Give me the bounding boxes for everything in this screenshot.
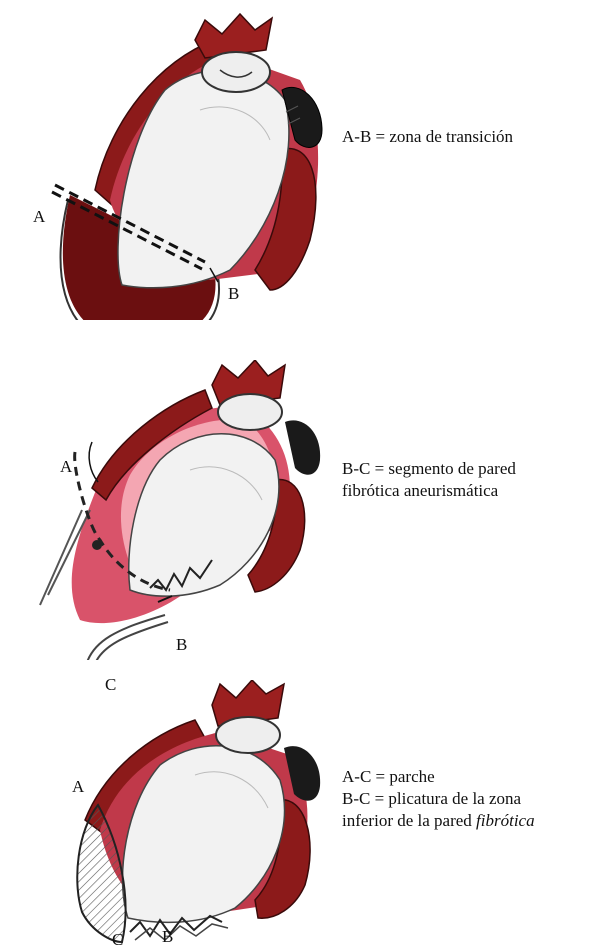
aortic-valve: [202, 52, 270, 92]
panel-fibrotic-segment: A B C B-C = segmento de pared fibrótica …: [0, 360, 593, 660]
point-label-b: B: [162, 928, 173, 945]
caption-line: B-C = segmento de pared: [342, 458, 516, 480]
aortic-valve: [218, 394, 282, 430]
caption-panel-2: B-C = segmento de pared fibrótica aneuri…: [342, 458, 516, 502]
caption-panel-1: A-B = zona de transición: [342, 126, 513, 148]
heart-illustration-2: [0, 360, 593, 660]
point-label-c: C: [112, 931, 123, 948]
caption-line: A-B = zona de transición: [342, 126, 513, 148]
caption-panel-3: A-C = parche B-C = plicatura de la zona …: [342, 766, 535, 832]
caption-line: B-C = plicatura de la zona: [342, 788, 535, 810]
point-label-b: B: [176, 636, 187, 653]
point-label-a: A: [60, 458, 72, 475]
point-label-a: A: [72, 778, 84, 795]
caption-line: A-C = parche: [342, 766, 535, 788]
caption-line: inferior de la pared fibrótica: [342, 810, 535, 832]
aortic-valve: [216, 717, 280, 753]
caption-text: inferior de la pared: [342, 811, 476, 830]
heart-illustration-1: [0, 0, 593, 320]
panel-transition-zone: A B A-B = zona de transición: [0, 0, 593, 320]
right-vessel: [285, 420, 320, 474]
panel-patch-plication: A C B A-C = parche B-C = plicatura de la…: [0, 680, 593, 951]
caption-italic: fibrótica: [476, 811, 535, 830]
point-label-a: A: [33, 208, 45, 225]
point-label-b: B: [228, 285, 239, 302]
caption-line: fibrótica aneurismática: [342, 480, 516, 502]
